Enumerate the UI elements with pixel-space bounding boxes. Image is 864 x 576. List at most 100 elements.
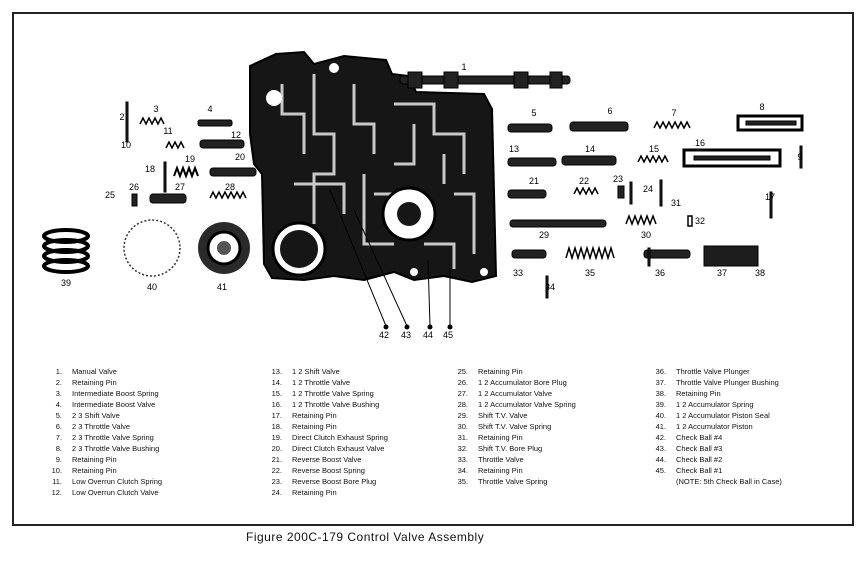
legend-item: 13. 1 2 Shift Valve — [260, 366, 388, 377]
legend-item-label: 1 2 Shift Valve — [292, 367, 340, 376]
legend-item-number: 23. — [271, 477, 282, 486]
legend-item: 22.Reverse Boost Spring — [260, 465, 388, 476]
legend-item: 24.Retaining Pin — [260, 487, 388, 498]
legend-item-label: Retaining Pin — [478, 433, 523, 442]
callout-7: 7 — [671, 108, 676, 118]
legend-item-number: 13. — [271, 367, 282, 376]
legend-item-label: Retaining Pin — [478, 466, 523, 475]
legend-item-label: 1 2 Accumulator Spring — [676, 400, 754, 409]
callout-20: 20 — [235, 152, 245, 162]
callout-37: 37 — [717, 268, 727, 278]
callout-15: 15 — [649, 144, 659, 154]
legend-item: 11.Low Overrun Clutch Spring — [40, 476, 162, 487]
legend-item-label: Retaining Pin — [72, 455, 117, 464]
legend-item: 20. Direct Clutch Exhaust Valve — [260, 443, 388, 454]
exploded-parts-diagram: 1234567891011121314151617181920212223242… — [42, 50, 804, 340]
legend-item-label: Reverse Boost Valve — [292, 455, 362, 464]
valve-body — [249, 50, 498, 284]
legend-item-label: 2 3 Throttle Valve Spring — [72, 433, 154, 442]
legend-item-label: Retaining Pin — [292, 411, 337, 420]
legend-item-number: 20. — [271, 444, 282, 453]
legend-item: 36. Throttle Valve Plunger — [644, 366, 782, 377]
legend-item-number: 19. — [271, 433, 282, 442]
callout-28: 28 — [225, 182, 235, 192]
callout-25: 25 — [105, 190, 115, 200]
legend-item-label: Direct Clutch Exhaust Spring — [292, 433, 388, 442]
legend-item-number: 27. — [457, 389, 468, 398]
legend-item-label: Retaining Pin — [676, 389, 721, 398]
legend-item-number: 44. — [655, 455, 666, 464]
legend-item-label: Direct Clutch Exhaust Valve — [292, 444, 385, 453]
callout-44: 44 — [423, 330, 433, 340]
legend-item: 35.Throttle Valve Spring — [446, 476, 576, 487]
legend-item-number: 30. — [457, 422, 468, 431]
legend-item-label: Retaining Pin — [72, 378, 117, 387]
legend-item-number: 38. — [655, 389, 666, 398]
legend-item-label: Low Overrun Clutch Valve — [72, 488, 159, 497]
legend-item-number: 24. — [271, 488, 282, 497]
callout-10: 10 — [121, 140, 131, 150]
legend-item-number: 33. — [457, 455, 468, 464]
callout-38: 38 — [755, 268, 765, 278]
legend-item: 6.2 3 Throttle Valve — [40, 421, 162, 432]
callout-26: 26 — [129, 182, 139, 192]
legend-item-number: 1. — [55, 367, 62, 376]
callout-19: 19 — [185, 154, 195, 164]
legend-item: 18.Retaining Pin — [260, 421, 388, 432]
callout-45: 45 — [443, 330, 453, 340]
legend-item: 10.Retaining Pin — [40, 465, 162, 476]
callout-18: 18 — [145, 164, 155, 174]
callout-2: 2 — [119, 112, 124, 122]
legend-item-label: Throttle Valve Plunger Bushing — [676, 378, 779, 387]
legend-item-number: 41. — [655, 422, 666, 431]
legend-item-label: Retaining Pin — [478, 367, 523, 376]
accumulator-piston — [198, 222, 250, 274]
legend-item-number: 5. — [55, 411, 62, 420]
callout-12: 12 — [231, 130, 241, 140]
accumulator-piston-seal — [123, 219, 181, 277]
callout-29: 29 — [539, 230, 549, 240]
legend-item-number: 31. — [457, 433, 468, 442]
legend-item-number: 34. — [457, 466, 468, 475]
legend-item: 27.1 2 Accumulator Valve — [446, 388, 576, 399]
legend-item: 34. Retaining Pin — [446, 465, 576, 476]
legend-item-label: 1 2 Throttle Valve — [292, 378, 351, 387]
callout-43: 43 — [401, 330, 411, 340]
legend-item-label: 1 2 Accumulator Piston Seal — [676, 411, 770, 420]
legend-item: 14. 1 2 Throttle Valve — [260, 377, 388, 388]
legend-item: 26.1 2 Accumulator Bore Plug — [446, 377, 576, 388]
callout-30: 30 — [641, 230, 651, 240]
legend-item-label: 1 2 Accumulator Valve Spring — [478, 400, 576, 409]
legend-item: 39.1 2 Accumulator Spring — [644, 399, 782, 410]
legend-item-number: 4. — [55, 400, 62, 409]
callout-5: 5 — [531, 108, 536, 118]
legend-item-number: 2. — [55, 378, 62, 387]
legend-item-label: 1 2 Throttle Valve Bushing — [292, 400, 380, 409]
legend-item: 25.Retaining Pin — [446, 366, 576, 377]
callout-27: 27 — [175, 182, 185, 192]
legend-item-number: 21. — [271, 455, 282, 464]
legend-item-number: 42. — [655, 433, 666, 442]
legend-item-label: Check Ball #1 — [676, 466, 723, 475]
callout-16: 16 — [695, 138, 705, 148]
legend-item-label: 2 3 Shift Valve — [72, 411, 120, 420]
legend-item-label: 2 3 Throttle Valve Bushing — [72, 444, 160, 453]
legend-item: 45.Check Ball #1 — [644, 465, 782, 476]
legend-item: 42.Check Ball #4 — [644, 432, 782, 443]
legend-item-number: 36. — [655, 367, 666, 376]
legend-item-number: 40. — [655, 411, 666, 420]
legend-item-label: Intermediate Boost Valve — [72, 400, 156, 409]
callout-4: 4 — [207, 104, 212, 114]
accumulator-spring — [42, 228, 90, 274]
legend-item-number: 9. — [55, 455, 62, 464]
legend-item: (NOTE: 5th Check Ball in Case) — [644, 476, 782, 487]
legend-item-label: Throttle Valve Plunger — [676, 367, 750, 376]
legend-item: 44.Check Ball #2 — [644, 454, 782, 465]
legend-item-number: 14. — [271, 378, 282, 387]
legend-item-label: Reverse Boost Bore Plug — [292, 477, 377, 486]
legend-item: 23. Reverse Boost Bore Plug — [260, 476, 388, 487]
legend-item: 33.Throttle Valve — [446, 454, 576, 465]
legend-item: 3.Intermediate Boost Spring — [40, 388, 162, 399]
callout-41: 41 — [217, 282, 227, 292]
